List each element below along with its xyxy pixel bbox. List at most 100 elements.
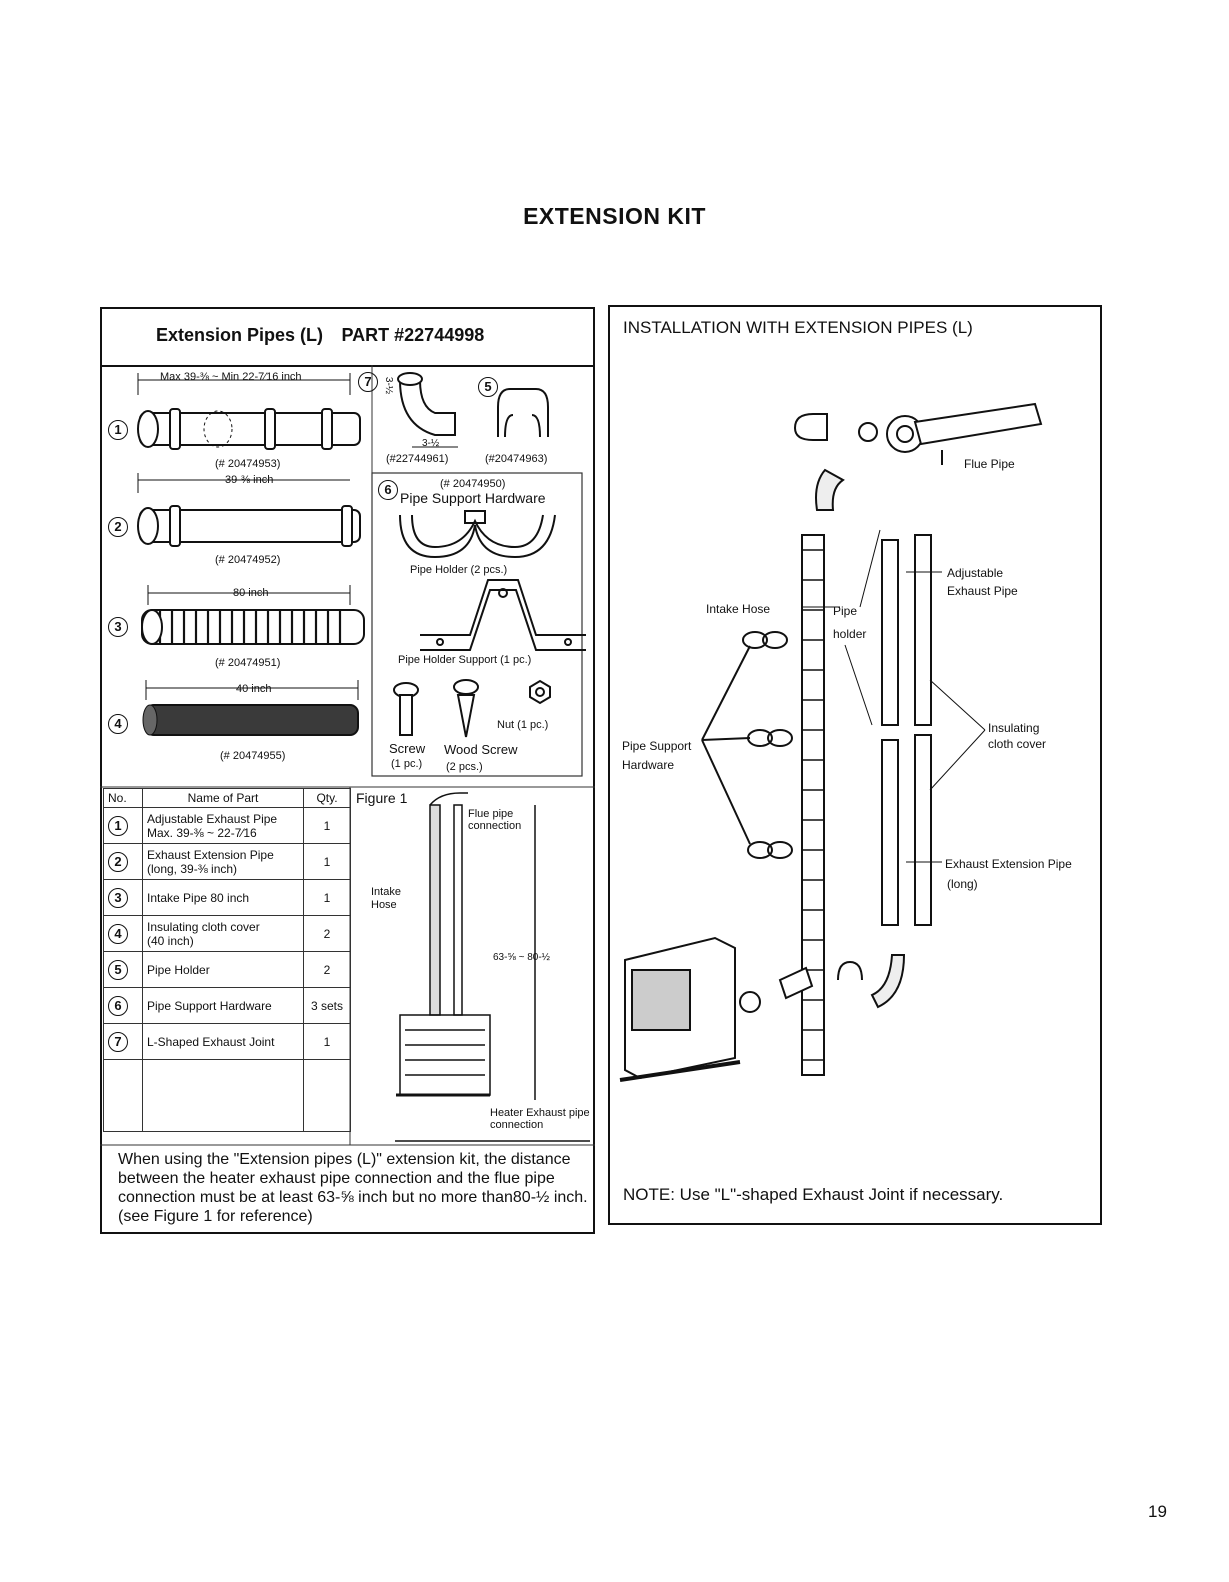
header-name: Extension Pipes (L) (156, 325, 324, 345)
part-no: 3 (108, 887, 128, 908)
table-row-empty (103, 1059, 351, 1132)
left-panel-drawings (100, 365, 595, 1146)
l-joint-drawing (397, 372, 458, 448)
pipe-holder-support-label: Pipe Holder Support (1 pc.) (398, 654, 532, 666)
flue-pipe-label: Flue Pipe (964, 457, 1015, 471)
part-qty: 1 (303, 1023, 351, 1060)
ext-pipe-label: Exhaust Extension Pipe (945, 857, 1072, 871)
table-row: 6 Pipe Support Hardware 3 sets (103, 987, 351, 1024)
nut-label: Nut (1 pc.) (497, 719, 549, 731)
range-label: 63-⅝ ~ 80-½ (493, 952, 550, 963)
screw-label: Screw (389, 741, 426, 756)
part-name-detail: (long, 39-⅜ inch) (147, 861, 238, 876)
part-name: Intake Pipe 80 inch (147, 890, 250, 905)
extension-note: When using the "Extension pipes (L)" ext… (118, 1151, 588, 1225)
pipe-holder-label: Pipe Holder (2 pcs.) (410, 564, 508, 576)
part-no: 6 (108, 995, 128, 1016)
part-no: 4 (108, 923, 128, 944)
page-number: 19 (1148, 1502, 1167, 1521)
intake-hose-label: Intake Hose (371, 886, 401, 911)
part-name: Pipe Support Hardware (147, 998, 272, 1013)
part-name: Adjustable Exhaust Pipe (147, 811, 278, 826)
installation-panel (608, 305, 1102, 1225)
part-qty: 2 (303, 915, 351, 952)
part-qty: 2 (303, 951, 351, 988)
part-name: Exhaust Extension Pipe (147, 847, 274, 862)
installation-note: NOTE: Use "L"-shaped Exhaust Joint if ne… (623, 1185, 1004, 1204)
part-name-detail: (40 inch) (147, 933, 194, 948)
wood-screw-label: Wood Screw (444, 742, 518, 757)
table-header-row: No. Name of Part Qty. (103, 788, 351, 808)
installation-title: INSTALLATION WITH EXTENSION PIPES (L) (623, 318, 973, 337)
long-label: (long) (947, 877, 978, 891)
part2-number: (# 20474952) (215, 554, 281, 566)
heater-exhaust-label: Heater Exhaust pipe connection (490, 1107, 590, 1131)
part-qty: 1 (303, 843, 351, 880)
hardware-pipe-holders (399, 510, 556, 559)
parts-table: No. Name of Part Qty. 1 Adjustable Exhau… (103, 788, 351, 1132)
callout-2: 2 (108, 517, 128, 537)
table-row: 3 Intake Pipe 80 inch 1 (103, 879, 351, 916)
exhaust-extension-pipe-drawing (137, 473, 361, 547)
part7-number: (#22744961) (386, 453, 449, 465)
extension-pipes-panel (100, 307, 595, 1234)
part-no: 1 (108, 815, 128, 836)
adjustable-label: Adjustable (947, 566, 1004, 580)
callout-1: 1 (108, 420, 128, 440)
pipe-support-label: Pipe Support (622, 739, 692, 753)
header-part-number: PART #22744998 (341, 325, 485, 345)
part-no: 5 (108, 959, 128, 980)
part3-number: (# 20474951) (215, 657, 281, 669)
wood-screw-qty: (2 pcs.) (446, 761, 483, 773)
col-qty: Qty. (303, 788, 351, 808)
intake-pipe-drawing (141, 585, 365, 645)
page-title: EXTENSION KIT (523, 203, 706, 229)
part-no: 2 (108, 851, 128, 872)
part-name: Pipe Holder (147, 962, 210, 977)
part-name-detail: Max. 39-⅜ ~ 22-7⁄16 (147, 825, 257, 840)
callout-6: 6 (378, 480, 398, 500)
part5-number: (#20474963) (485, 453, 548, 465)
part-qty: 3 sets (303, 987, 351, 1024)
screw-qty: (1 pc.) (391, 758, 423, 770)
part-qty: 1 (303, 807, 351, 844)
part-qty: 1 (303, 879, 351, 916)
callout-5: 5 (478, 377, 498, 397)
col-no: No. (103, 788, 143, 808)
dim-40: 40 inch (236, 683, 272, 695)
callout-3: 3 (108, 617, 128, 637)
dim-3-5-vertical: 3-½ (383, 376, 395, 395)
figure-1-drawing (395, 792, 590, 1142)
insulating-label: Insulating (988, 721, 1040, 735)
holder-label: holder (833, 627, 867, 641)
hardware-holder-support (420, 579, 586, 651)
table-row: 7 L-Shaped Exhaust Joint 1 (103, 1023, 351, 1060)
table-row: 5 Pipe Holder 2 (103, 951, 351, 988)
callout-4: 4 (108, 714, 128, 734)
dim-39: 39-⅜ inch (225, 474, 274, 486)
table-row: 4 Insulating cloth cover(40 inch) 2 (103, 915, 351, 952)
pipe-holder-drawing (497, 388, 549, 438)
figure-1-label: Figure 1 (356, 790, 408, 806)
part4-number: (# 20474955) (220, 750, 286, 762)
part6-number: (# 20474950) (440, 478, 506, 490)
extension-pipes-header: Extension Pipes (L) PART #22744998 (100, 307, 595, 367)
pipe-label: Pipe (833, 604, 858, 618)
insulating-cloth-drawing (142, 680, 359, 736)
intake-hose-label-right: Intake Hose (706, 602, 771, 616)
cloth-cover-label: cloth cover (988, 737, 1047, 751)
callout-7: 7 (358, 372, 378, 392)
hardware-box (371, 472, 583, 777)
part1-number: (# 20474953) (215, 458, 281, 470)
installation-drawing (619, 402, 1043, 1082)
part-no: 7 (108, 1031, 128, 1052)
adjustable-exhaust-pipe-drawing (137, 373, 361, 450)
part-name: Insulating cloth cover (147, 919, 260, 934)
exhaust-pipe-label: Exhaust Pipe (947, 584, 1018, 598)
part-name: L-Shaped Exhaust Joint (147, 1034, 275, 1049)
dim-3-5: 3-½ (422, 438, 440, 449)
table-row: 2 Exhaust Extension Pipe(long, 39-⅜ inch… (103, 843, 351, 880)
flue-pipe-connection-label: Flue pipe connection (468, 808, 522, 832)
hardware-label: Hardware (622, 758, 675, 772)
